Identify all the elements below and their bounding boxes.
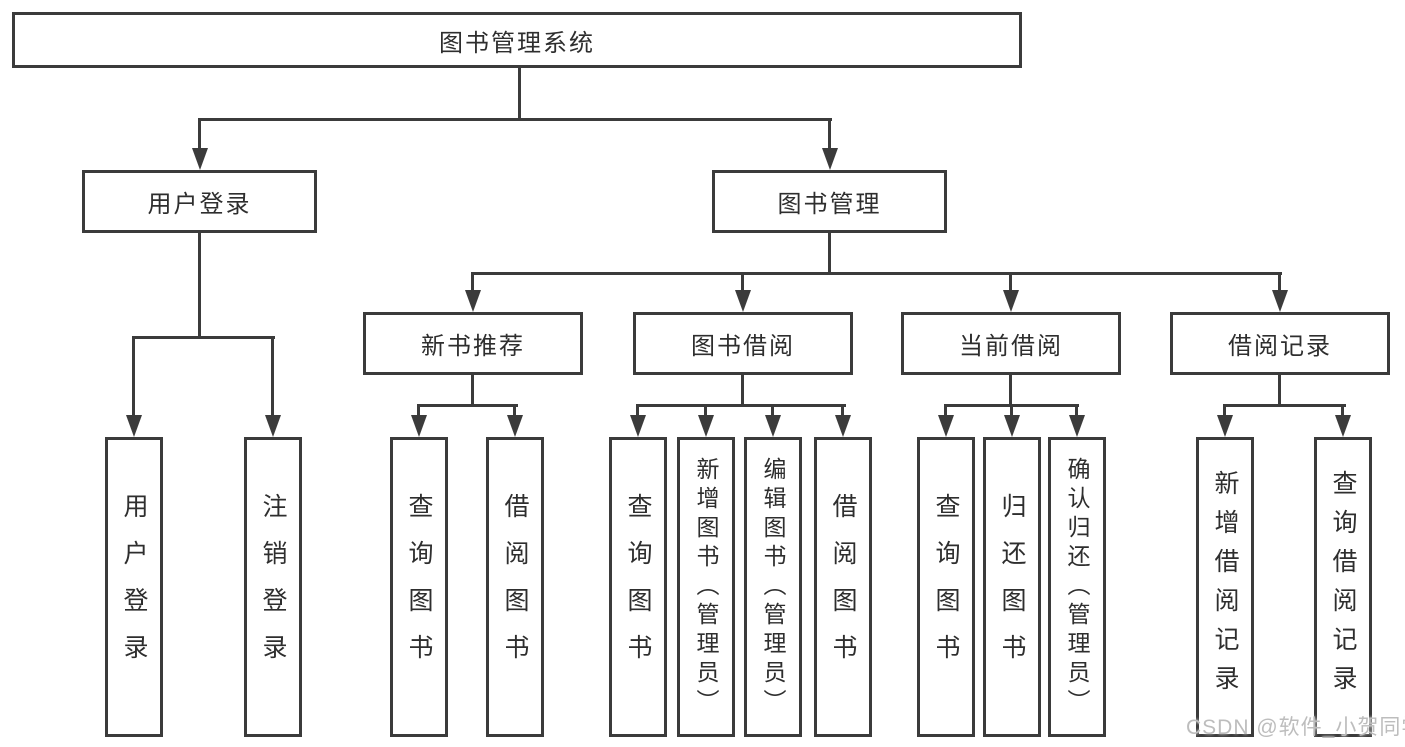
node-label: 图书管理系统	[439, 29, 595, 57]
leaf-return-books: 归还图书	[983, 437, 1041, 737]
connector-line	[741, 375, 744, 407]
node-book-borrowing: 图书借阅	[633, 312, 853, 375]
arrowhead-down-icon	[192, 148, 208, 170]
node-label: 用户登录	[147, 191, 252, 218]
connector-line	[1009, 272, 1012, 292]
arrowhead-down-icon	[1272, 290, 1288, 312]
connector-line	[1278, 272, 1281, 292]
connector-line	[771, 404, 774, 417]
connector-line	[1341, 404, 1344, 417]
node-label: 用户登录	[120, 493, 148, 681]
node-user-login: 用户登录	[82, 170, 317, 233]
arrowhead-down-icon	[1335, 415, 1351, 437]
node-new-book-recommendation: 新书推荐	[363, 312, 583, 375]
node-book-management: 图书管理	[712, 170, 947, 233]
arrowhead-down-icon	[765, 415, 781, 437]
node-label: 图书借阅	[691, 333, 795, 360]
arrowhead-down-icon	[698, 415, 714, 437]
leaf-query-books-current: 查询图书	[917, 437, 975, 737]
connector-line	[132, 336, 275, 339]
connector-line	[1278, 375, 1281, 407]
leaf-borrow-books-borrow: 借阅图书	[814, 437, 872, 737]
arrowhead-down-icon	[126, 415, 142, 437]
arrowhead-down-icon	[411, 415, 427, 437]
leaf-add-books-admin: 新增图书（管理员）	[677, 437, 735, 737]
connector-line	[828, 118, 831, 151]
node-label: 新增图书（管理员）	[693, 456, 719, 718]
node-current-borrowing: 当前借阅	[901, 312, 1121, 375]
connector-line	[198, 118, 201, 151]
csdn-watermark: CSDN @软件_小贺同学	[1186, 716, 1405, 739]
connector-line	[471, 375, 474, 407]
connector-line	[198, 233, 201, 339]
connector-line	[471, 272, 474, 292]
node-label: 查询图书	[932, 493, 960, 681]
connector-line	[513, 404, 516, 417]
arrowhead-down-icon	[822, 148, 838, 170]
connector-line	[1223, 404, 1226, 417]
connector-line	[1075, 404, 1078, 417]
leaf-edit-books-admin: 编辑图书（管理员）	[744, 437, 802, 737]
connector-line	[944, 404, 947, 417]
node-label: 新增借阅记录	[1211, 470, 1239, 704]
arrowhead-down-icon	[835, 415, 851, 437]
arrowhead-down-icon	[938, 415, 954, 437]
connector-line	[741, 272, 744, 292]
arrowhead-down-icon	[630, 415, 646, 437]
connector-line	[1010, 404, 1013, 417]
leaf-confirm-return-admin: 确认归还（管理员）	[1048, 437, 1106, 737]
leaf-add-borrow-record: 新增借阅记录	[1196, 437, 1254, 737]
node-borrowing-records: 借阅记录	[1170, 312, 1390, 375]
connector-line	[271, 336, 274, 417]
connector-line	[636, 404, 639, 417]
connector-line	[704, 404, 707, 417]
node-label: 确认归还（管理员）	[1064, 456, 1090, 718]
node-root-library-management-system: 图书管理系统	[12, 12, 1022, 68]
leaf-query-books-newbook: 查询图书	[390, 437, 448, 737]
connector-line	[636, 404, 846, 407]
connector-line	[417, 404, 518, 407]
node-label: 借阅图书	[501, 493, 529, 681]
arrowhead-down-icon	[507, 415, 523, 437]
connector-line	[828, 233, 831, 275]
node-label: 查询图书	[624, 493, 652, 681]
connector-line	[1009, 375, 1012, 407]
node-label: 编辑图书（管理员）	[760, 456, 786, 718]
arrowhead-down-icon	[1217, 415, 1233, 437]
node-label: 借阅记录	[1228, 333, 1332, 360]
node-label: 注销登录	[259, 493, 287, 681]
leaf-borrow-books-newbook: 借阅图书	[486, 437, 544, 737]
arrowhead-down-icon	[1003, 290, 1019, 312]
connector-line	[1223, 404, 1346, 407]
arrowhead-down-icon	[735, 290, 751, 312]
arrowhead-down-icon	[1004, 415, 1020, 437]
connector-line	[841, 404, 844, 417]
connector-line	[471, 272, 1282, 275]
leaf-user-login: 用户登录	[105, 437, 163, 737]
node-label: 新书推荐	[421, 333, 525, 360]
node-label: 借阅图书	[829, 493, 857, 681]
leaf-query-borrow-record: 查询借阅记录	[1314, 437, 1372, 737]
node-label: 图书管理	[777, 191, 882, 218]
connector-line	[132, 336, 135, 417]
arrowhead-down-icon	[465, 290, 481, 312]
connector-line	[518, 68, 521, 121]
connector-line	[198, 118, 832, 121]
node-label: 查询借阅记录	[1329, 470, 1357, 704]
node-label: 查询图书	[405, 493, 433, 681]
arrowhead-down-icon	[265, 415, 281, 437]
connector-line	[417, 404, 420, 417]
leaf-query-books-borrow: 查询图书	[609, 437, 667, 737]
leaf-logout: 注销登录	[244, 437, 302, 737]
node-label: 当前借阅	[959, 333, 1063, 360]
node-label: 归还图书	[998, 493, 1026, 681]
arrowhead-down-icon	[1069, 415, 1085, 437]
